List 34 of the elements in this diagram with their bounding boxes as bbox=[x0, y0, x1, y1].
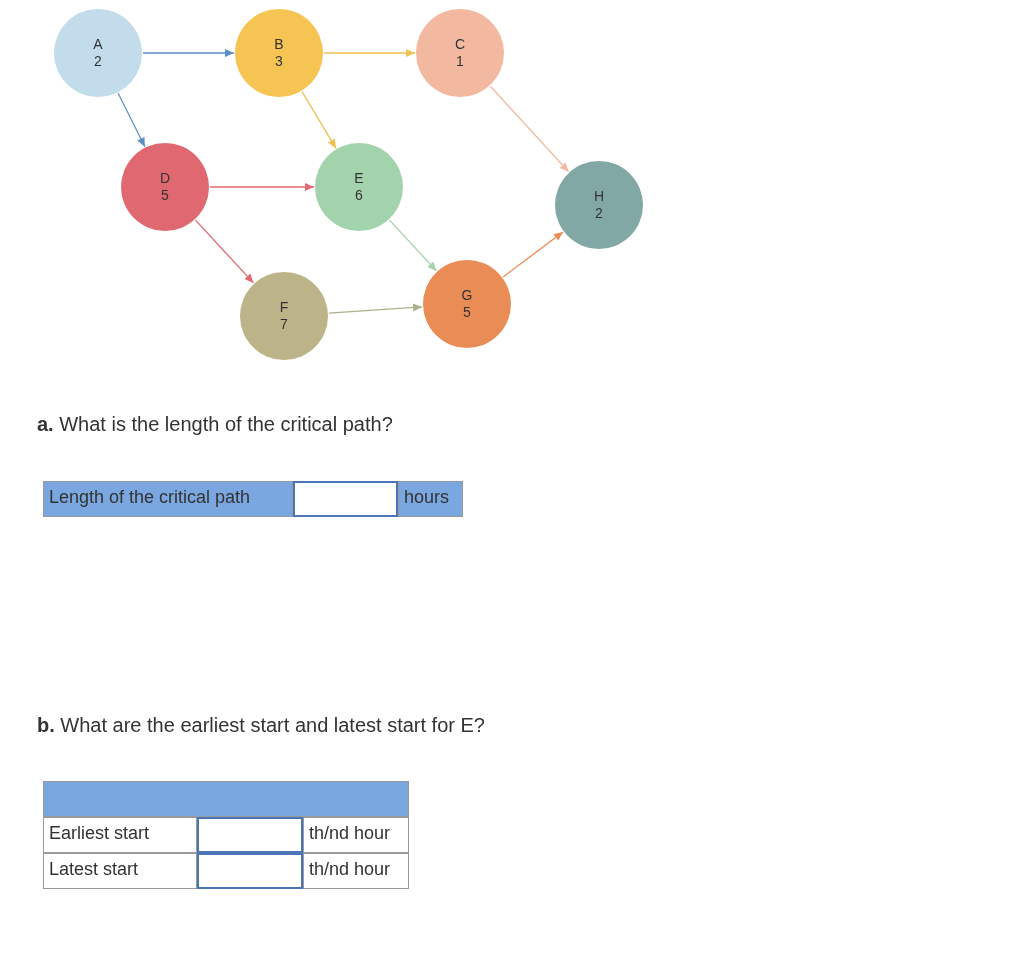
arrow bbox=[142, 49, 235, 57]
arrow bbox=[502, 231, 564, 278]
node-duration: 1 bbox=[456, 53, 464, 70]
table-label: Length of the critical path bbox=[43, 481, 293, 517]
node-duration: 3 bbox=[275, 53, 283, 70]
node-duration: 6 bbox=[355, 187, 363, 204]
question-text: a. What is the length of the critical path? bbox=[37, 413, 393, 436]
arrow bbox=[388, 219, 438, 272]
node-letter: E bbox=[354, 170, 364, 187]
table-label: Latest start bbox=[43, 853, 197, 889]
arrow bbox=[209, 183, 315, 191]
arrow bbox=[328, 303, 423, 314]
arrow bbox=[194, 219, 255, 284]
node-duration: 5 bbox=[161, 187, 169, 204]
arrow bbox=[117, 92, 146, 148]
arrow bbox=[323, 49, 416, 57]
node-letter: D bbox=[159, 170, 171, 187]
node-letter: F bbox=[279, 299, 289, 316]
unit-label: th/nd hour bbox=[303, 853, 409, 889]
node-letter: C bbox=[454, 36, 466, 53]
node-duration: 2 bbox=[595, 205, 603, 222]
node-duration: 7 bbox=[280, 316, 288, 333]
table-label: Earliest start bbox=[43, 817, 197, 853]
question-text: b. What are the earliest start and latest start for E? bbox=[37, 714, 485, 737]
arrow bbox=[301, 91, 337, 149]
node-duration: 5 bbox=[463, 304, 471, 321]
node-letter: G bbox=[461, 287, 473, 304]
unit-label: hours bbox=[398, 481, 463, 517]
node-duration: 2 bbox=[94, 53, 102, 70]
unit-label: th/nd hour bbox=[303, 817, 409, 853]
arrow bbox=[489, 85, 570, 173]
node-letter: A bbox=[93, 36, 103, 53]
node-letter: H bbox=[593, 188, 605, 205]
node-letter: B bbox=[274, 36, 284, 53]
